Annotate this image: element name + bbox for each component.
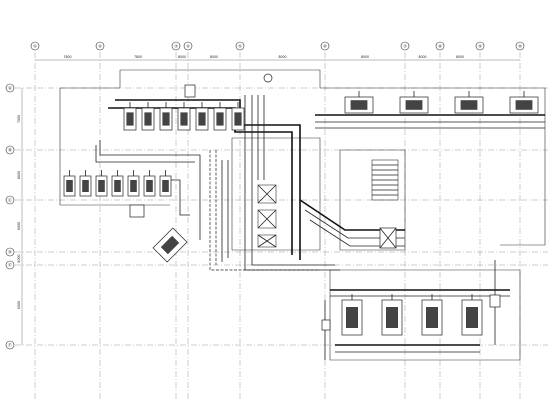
equipment-unit (195, 102, 209, 131)
dimension-label: 8000 (456, 55, 464, 59)
grid-row-bubble: Ⓔ (5, 260, 15, 270)
dimension-label: 8000 (278, 55, 286, 59)
grid-row-bubble: Ⓕ (5, 340, 15, 350)
equipment-unit (141, 102, 155, 131)
dimension-label: 7000 (17, 115, 21, 123)
grid-column-label: ④ (186, 44, 190, 49)
grid-column-label: ⑧ (438, 44, 442, 49)
grid-column-bubble: ⑦ (400, 41, 410, 51)
equipment-unit (399, 91, 429, 114)
equipment-unit (461, 294, 483, 336)
grid-column-label: ③ (174, 44, 178, 49)
fixtures (129, 73, 501, 331)
equipment-unit (421, 294, 443, 336)
grid-row-bubble: Ⓐ (5, 83, 15, 93)
equipment-unit (177, 102, 191, 131)
grid-row-label: Ⓕ (8, 342, 12, 348)
dimension-label: 8000 (418, 55, 426, 59)
grid-row-label: Ⓐ (8, 85, 12, 91)
stair (371, 159, 399, 201)
grid-bubbles: ① ② ③ ④ ⑤ ⑥ ⑦ ⑧ ⑨ ⑩ Ⓐ Ⓑ Ⓒ Ⓓ Ⓔ Ⓕ (5, 41, 525, 350)
dimension-label: 7800 (134, 55, 142, 59)
equipment-row-lower-right (341, 294, 483, 336)
equipment-unit (127, 170, 140, 197)
grid-column-bubble: ⑧ (435, 41, 445, 51)
equipment-unit (341, 294, 363, 336)
equipment-row-mid-left (63, 170, 172, 197)
equipment-unit (381, 294, 403, 336)
grid-column-bubble: ⑩ (515, 41, 525, 51)
equipment-row-upper-left (123, 102, 245, 131)
dimension-label: 8000 (210, 55, 218, 59)
equipment-unit (454, 91, 484, 114)
equipment-unit (143, 170, 156, 197)
equipment-unit (123, 102, 137, 131)
grid-column-label: ⑩ (518, 44, 522, 49)
grid-row-bubble: Ⓓ (5, 247, 15, 257)
grid-row-label: Ⓓ (8, 249, 12, 255)
equipment-row-upper-right (344, 91, 539, 114)
grid-column-bubble: ④ (183, 41, 193, 51)
equipment-unit (231, 102, 245, 131)
equipment-unit (159, 170, 172, 197)
grid-row-label: Ⓑ (8, 147, 12, 153)
grid-column-bubble: ① (30, 41, 40, 51)
grid-row-bubble: Ⓑ (5, 145, 15, 155)
grid-column-bubble: ⑤ (235, 41, 245, 51)
dimension-label: 8000 (17, 222, 21, 230)
grid-column-bubble: ⑥ (320, 41, 330, 51)
grid-column-label: ② (98, 44, 102, 49)
grid-column-bubble: ③ (171, 41, 181, 51)
grid-column-label: ⑨ (478, 44, 482, 49)
equipment-unit (111, 170, 124, 197)
equipment-unit (63, 170, 76, 197)
equipment-unit (79, 170, 92, 197)
dimension-label: 6800 (17, 171, 21, 179)
dimension-label: 8000 (178, 55, 186, 59)
grid-column-label: ⑤ (238, 44, 242, 49)
grid-row-bubble: Ⓒ (5, 195, 15, 205)
grid-column-label: ⑦ (403, 44, 407, 49)
shaft-boxes (257, 184, 277, 248)
grid-column-label: ① (33, 44, 37, 49)
grid-column-bubble: ② (95, 41, 105, 51)
dimension-label: 8000 (17, 301, 21, 309)
grid-row-label: Ⓒ (8, 197, 12, 203)
dimension-label: 8000 (361, 55, 369, 59)
grid-column-label: ⑥ (323, 44, 327, 49)
rotated-unit (152, 227, 188, 263)
grid-column-bubble: ⑨ (475, 41, 485, 51)
equipment-unit (95, 170, 108, 197)
grid-dimensions: 7800 7800 8000 8000 8000 8000 8000 8000 7000 6800… (17, 55, 520, 345)
dimension-label: 8000 (17, 254, 21, 262)
equipment-unit (159, 102, 173, 131)
equipment-unit (213, 102, 227, 131)
grid-row-label: Ⓔ (8, 262, 12, 268)
equipment-unit (344, 91, 374, 114)
equipment-unit (509, 91, 539, 114)
dimension-label: 7800 (63, 55, 71, 59)
